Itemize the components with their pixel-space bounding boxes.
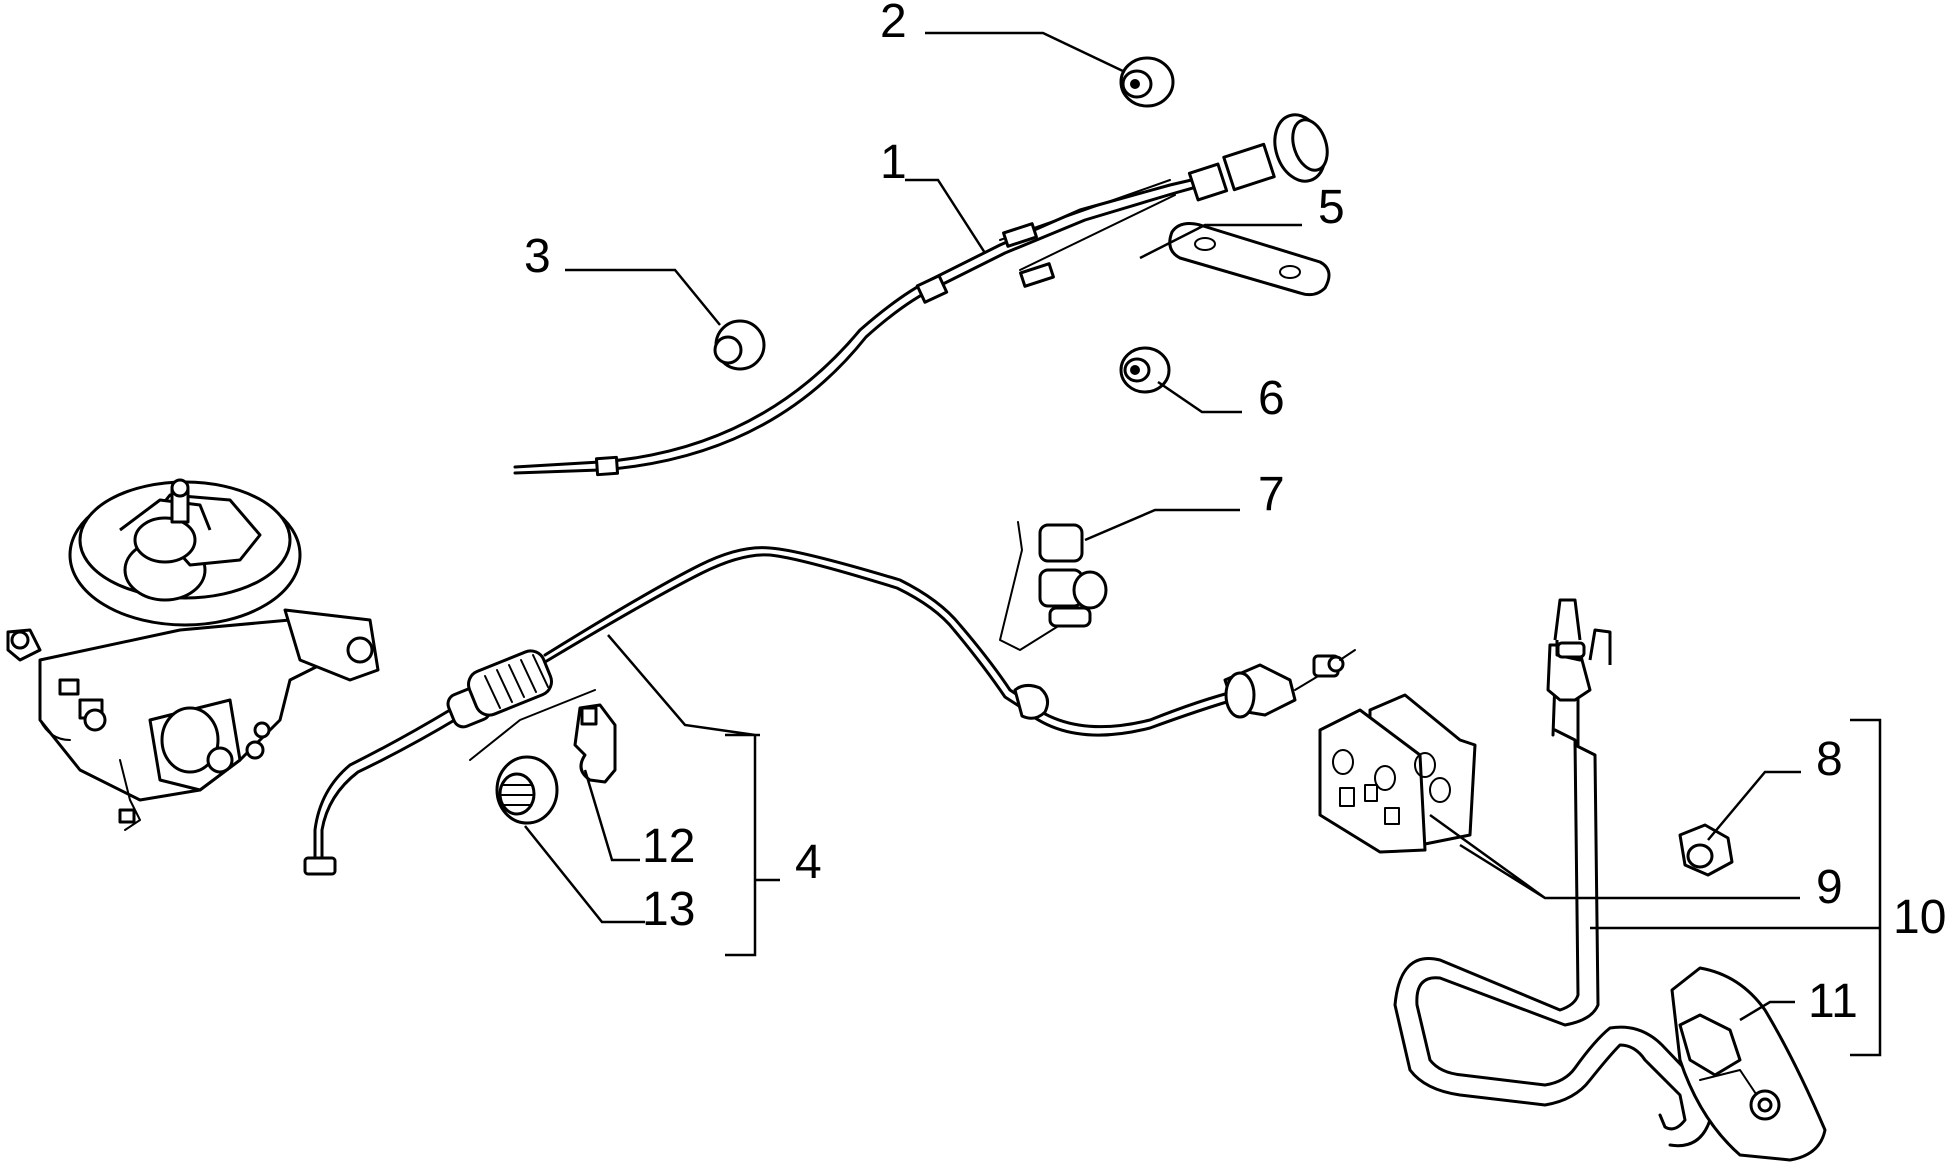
callout-7: 7	[1258, 468, 1285, 521]
part-1-choke-cable	[513, 113, 1329, 477]
callout-10: 10	[1893, 891, 1946, 944]
callout-11: 11	[1808, 975, 1858, 1028]
part-11-pedal-plate	[1670, 966, 1827, 1162]
callout-5: 5	[1318, 181, 1345, 234]
part-4-accelerator-cable	[303, 546, 1356, 876]
callout-3: 3	[524, 230, 551, 283]
callout-2: 2	[880, 0, 907, 48]
part-2-grommet	[1119, 56, 1175, 108]
callout-8: 8	[1816, 733, 1843, 786]
part-8-nut	[1678, 823, 1734, 877]
part-13-grommet	[495, 755, 559, 825]
callout-4: 4	[795, 836, 822, 889]
part-10-pedal-lever	[1393, 598, 1712, 1148]
part-12-clip	[469, 689, 617, 784]
callout-labels: 1 2 3 4 5 6 7 8 9 10 11 12 13	[524, 0, 1946, 1028]
callout-9: 9	[1816, 861, 1843, 914]
callout-1: 1	[880, 136, 907, 189]
part-3-grommet	[713, 319, 766, 371]
part-6-grommet	[1119, 346, 1171, 394]
part-7-clip	[999, 521, 1108, 651]
part-5-bracket-plate	[1168, 222, 1331, 297]
callout-12: 12	[642, 820, 695, 873]
part-9-pedal-pads	[1318, 693, 1477, 854]
part-4-accelerator-cable-bellows	[467, 649, 553, 717]
callout-13: 13	[642, 883, 695, 936]
callout-6: 6	[1258, 372, 1285, 425]
carburetor	[6, 478, 380, 831]
leader-lines	[524, 31, 1882, 1057]
